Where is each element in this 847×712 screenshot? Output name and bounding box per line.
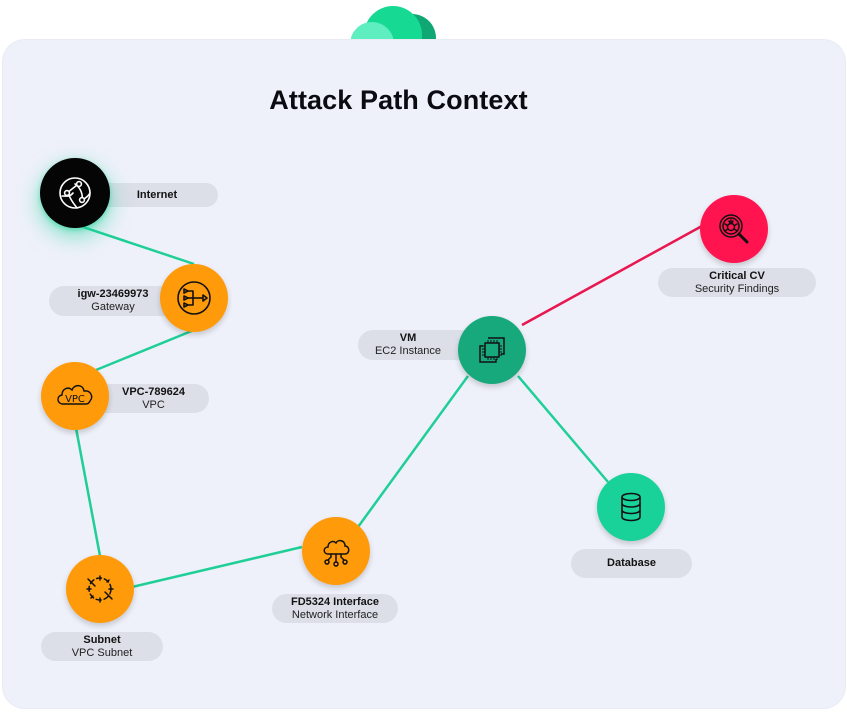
ec2-instance-icon [479,337,505,363]
node-name: Database [607,557,656,569]
node-gateway[interactable] [160,264,228,332]
node-type: VPC [142,398,165,411]
node-label-vm: VM EC2 Instance [358,330,476,360]
database-icon [621,492,641,522]
edge-internet-gateway [73,222,195,266]
node-label-database: Database [571,549,692,578]
attack-path-panel [3,40,845,708]
node-name: Internet [136,188,178,201]
edge-vpc-subnet [74,427,102,557]
edge-interface-vm [356,375,470,528]
node-vpc[interactable]: VPC [41,362,109,430]
node-label-vpc: VPC-789624 VPC [88,384,209,413]
edge-vm-database [517,375,609,483]
node-subnet[interactable] [66,555,134,623]
node-label-subnet: Subnet VPC Subnet [41,632,163,661]
security-finding-icon [719,214,749,244]
node-vm[interactable] [458,316,526,384]
node-type: Gateway [91,301,135,313]
internet-gateway-icon [177,281,211,315]
vpc-cloud-icon: VPC [57,384,93,405]
edge-gateway-vpc [95,328,195,372]
subnet-icon [86,575,114,603]
globe-network-icon [59,177,91,209]
node-type: VPC Subnet [71,646,133,659]
node-interface[interactable] [302,517,370,585]
node-name: Subnet [83,633,121,646]
node-name: Critical CV [709,269,765,282]
node-finding[interactable] [700,195,768,263]
network-interface-icon [323,539,350,567]
edge-vm-finding [521,224,703,327]
node-name: VPC-789624 [122,385,185,398]
node-internet[interactable] [40,158,110,228]
node-name: igw-23469973 [77,288,149,300]
svg-text:VPC: VPC [65,394,85,405]
node-type: EC2 Instance [374,345,442,357]
edge-subnet-interface [131,545,303,589]
node-type: Security Findings [694,282,780,295]
page-title: Attack Path Context [269,85,528,115]
node-label-finding: Critical CV Security Findings [658,268,816,297]
node-database[interactable] [597,473,665,541]
node-name: VM [399,332,417,344]
node-name: FD5324 Interface [290,595,380,608]
node-label-interface: FD5324 Interface Network Interface [272,594,398,623]
node-type: Network Interface [291,608,379,621]
